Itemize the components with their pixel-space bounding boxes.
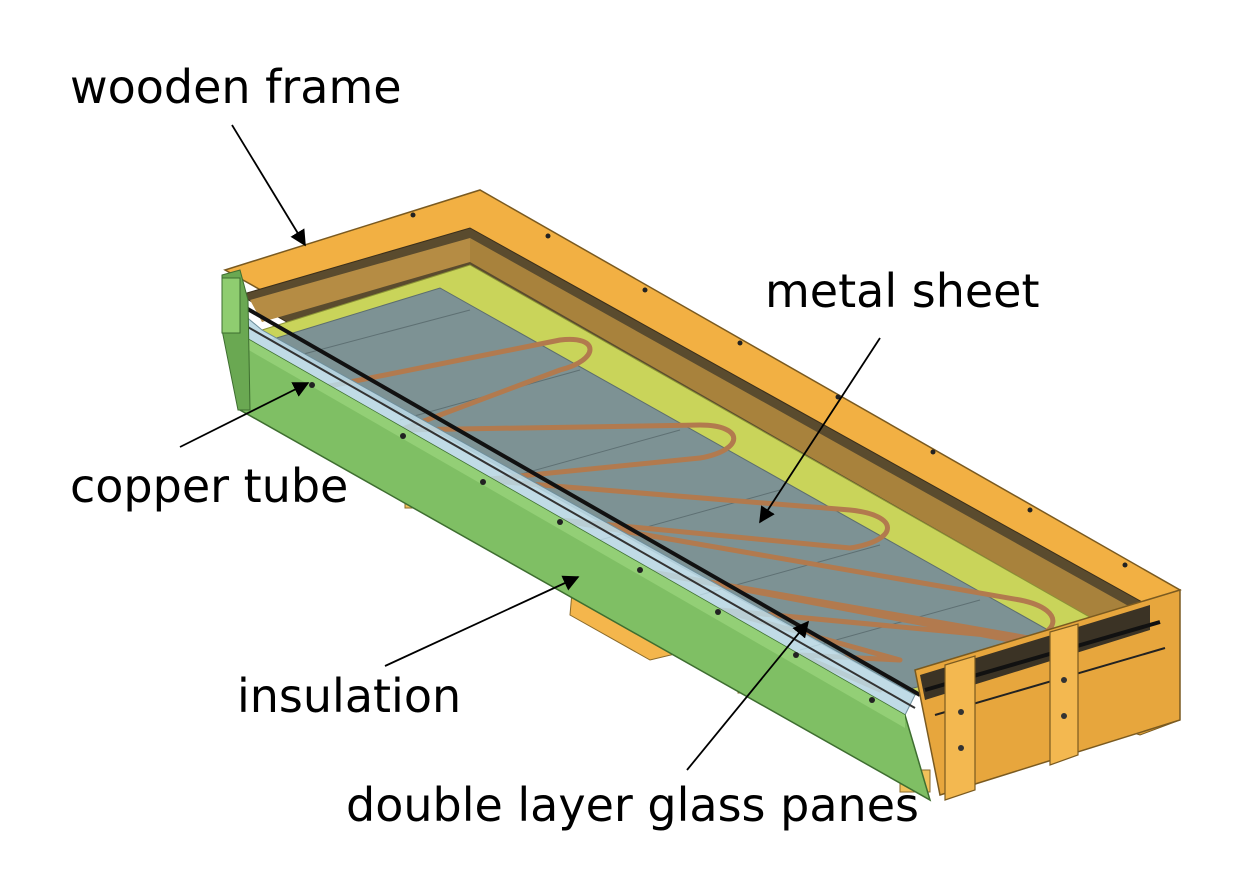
arrow-insulation <box>384 575 580 667</box>
label-wooden-frame: wooden frame <box>70 60 402 114</box>
arrow-glass-panes <box>686 620 810 771</box>
arrow-metal-sheet <box>759 337 881 524</box>
arrow-wooden-frame <box>231 124 306 247</box>
glass-edge <box>231 317 916 709</box>
inner-wall-back <box>250 238 470 322</box>
arrow-copper-tube <box>179 382 310 448</box>
screws <box>309 212 1128 703</box>
end-screws <box>958 677 1067 751</box>
end-batten <box>1049 623 1079 766</box>
leader-arrows <box>179 124 881 771</box>
label-glass-panes: double layer glass panes <box>346 778 919 832</box>
insulation-edge <box>232 330 905 728</box>
label-metal-sheet: metal sheet <box>765 264 1040 318</box>
label-insulation: insulation <box>237 669 462 723</box>
end-batten <box>944 655 976 801</box>
insulation-end-cap <box>221 277 241 334</box>
inner-wall-right <box>470 238 1150 640</box>
label-copper-tube: copper tube <box>70 459 349 513</box>
